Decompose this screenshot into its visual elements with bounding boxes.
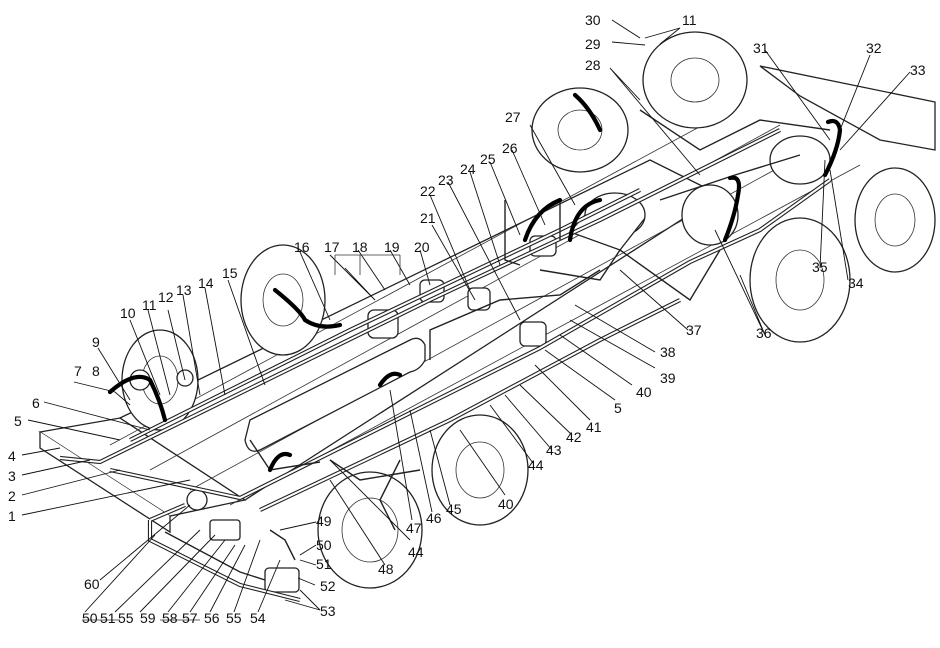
callout-51b: 51 <box>100 610 116 626</box>
callout-29: 29 <box>585 36 601 52</box>
wheel-second-left <box>240 244 326 356</box>
callout-13: 13 <box>176 282 192 298</box>
wheel-rear-right-1 <box>749 217 851 343</box>
callout-52: 52 <box>320 578 336 594</box>
callout-55a: 55 <box>226 610 242 626</box>
callout-6: 6 <box>32 395 40 411</box>
callout-32: 32 <box>866 40 882 56</box>
callout-49: 49 <box>316 513 332 529</box>
receiver-tank-rear <box>769 135 831 185</box>
callout-17: 17 <box>324 239 340 255</box>
leader-lines <box>21 19 911 621</box>
callout-60: 60 <box>84 576 100 592</box>
callout-50b: 50 <box>82 610 98 626</box>
callout-37: 37 <box>686 322 702 338</box>
callout-41: 41 <box>586 419 602 435</box>
pipelines <box>59 109 832 603</box>
callout-25: 25 <box>480 151 496 167</box>
callout-39: 39 <box>660 370 676 386</box>
callout-28: 28 <box>585 57 601 73</box>
callout-10: 10 <box>120 305 136 321</box>
callout-1: 1 <box>8 508 16 524</box>
callout-2: 2 <box>8 488 16 504</box>
callout-30: 30 <box>585 12 601 28</box>
callout-59: 59 <box>140 610 156 626</box>
callout-8: 8 <box>92 363 100 379</box>
callout-50a: 50 <box>316 537 332 553</box>
callout-35: 35 <box>812 259 828 275</box>
callout-20: 20 <box>414 239 430 255</box>
callout-16: 16 <box>294 239 310 255</box>
callout-46: 46 <box>426 510 442 526</box>
callout-7: 7 <box>74 363 82 379</box>
callout-labels: 1 2 3 4 5 6 7 8 9 10 11 12 13 14 15 16 1… <box>8 12 926 626</box>
callout-36: 36 <box>756 325 772 341</box>
callout-3: 3 <box>8 468 16 484</box>
callout-53: 53 <box>320 603 336 619</box>
callout-42: 42 <box>566 429 582 445</box>
callout-34: 34 <box>848 275 864 291</box>
callout-15: 15 <box>222 265 238 281</box>
callout-48: 48 <box>378 561 394 577</box>
callout-51a: 51 <box>316 556 332 572</box>
brake-chamber-front-left <box>129 369 194 391</box>
receiver-tank-front <box>244 337 426 452</box>
wheel-rear-right-2 <box>854 167 936 273</box>
callout-55b: 55 <box>118 610 134 626</box>
callout-19: 19 <box>384 239 400 255</box>
callout-18: 18 <box>352 239 368 255</box>
callout-40a: 40 <box>636 384 652 400</box>
callout-27: 27 <box>505 109 521 125</box>
callout-24: 24 <box>460 161 476 177</box>
callout-5: 5 <box>14 413 22 429</box>
callout-54: 54 <box>250 610 266 626</box>
callout-47: 47 <box>406 520 422 536</box>
callout-45: 45 <box>446 501 462 517</box>
callout-9: 9 <box>92 334 100 350</box>
callout-22: 22 <box>420 183 436 199</box>
callout-33: 33 <box>910 62 926 78</box>
wheel-rear-left-1 <box>531 87 629 173</box>
callout-38: 38 <box>660 344 676 360</box>
callout-56: 56 <box>204 610 220 626</box>
wheel-rear-left-2 <box>642 31 748 129</box>
callout-11a: 11 <box>142 297 157 313</box>
callout-14: 14 <box>198 275 214 291</box>
callout-43: 43 <box>546 442 562 458</box>
callout-31: 31 <box>753 40 769 56</box>
callout-12: 12 <box>158 289 174 305</box>
wheel-second-right <box>431 414 529 526</box>
callout-58: 58 <box>162 610 178 626</box>
flexible-hoses <box>107 92 843 473</box>
callout-23: 23 <box>438 172 454 188</box>
callout-57: 57 <box>182 610 198 626</box>
callout-40b: 40 <box>498 496 514 512</box>
control-unit-front <box>186 489 300 593</box>
callout-21: 21 <box>420 210 436 226</box>
callout-4: 4 <box>8 448 16 464</box>
callout-44a: 44 <box>528 457 544 473</box>
callout-26: 26 <box>502 140 518 156</box>
callout-44b: 44 <box>408 544 424 560</box>
callout-11b: 11 <box>682 12 697 28</box>
callout-5b: 5 <box>614 400 622 416</box>
receiver-tank-middle-2 <box>681 184 739 246</box>
